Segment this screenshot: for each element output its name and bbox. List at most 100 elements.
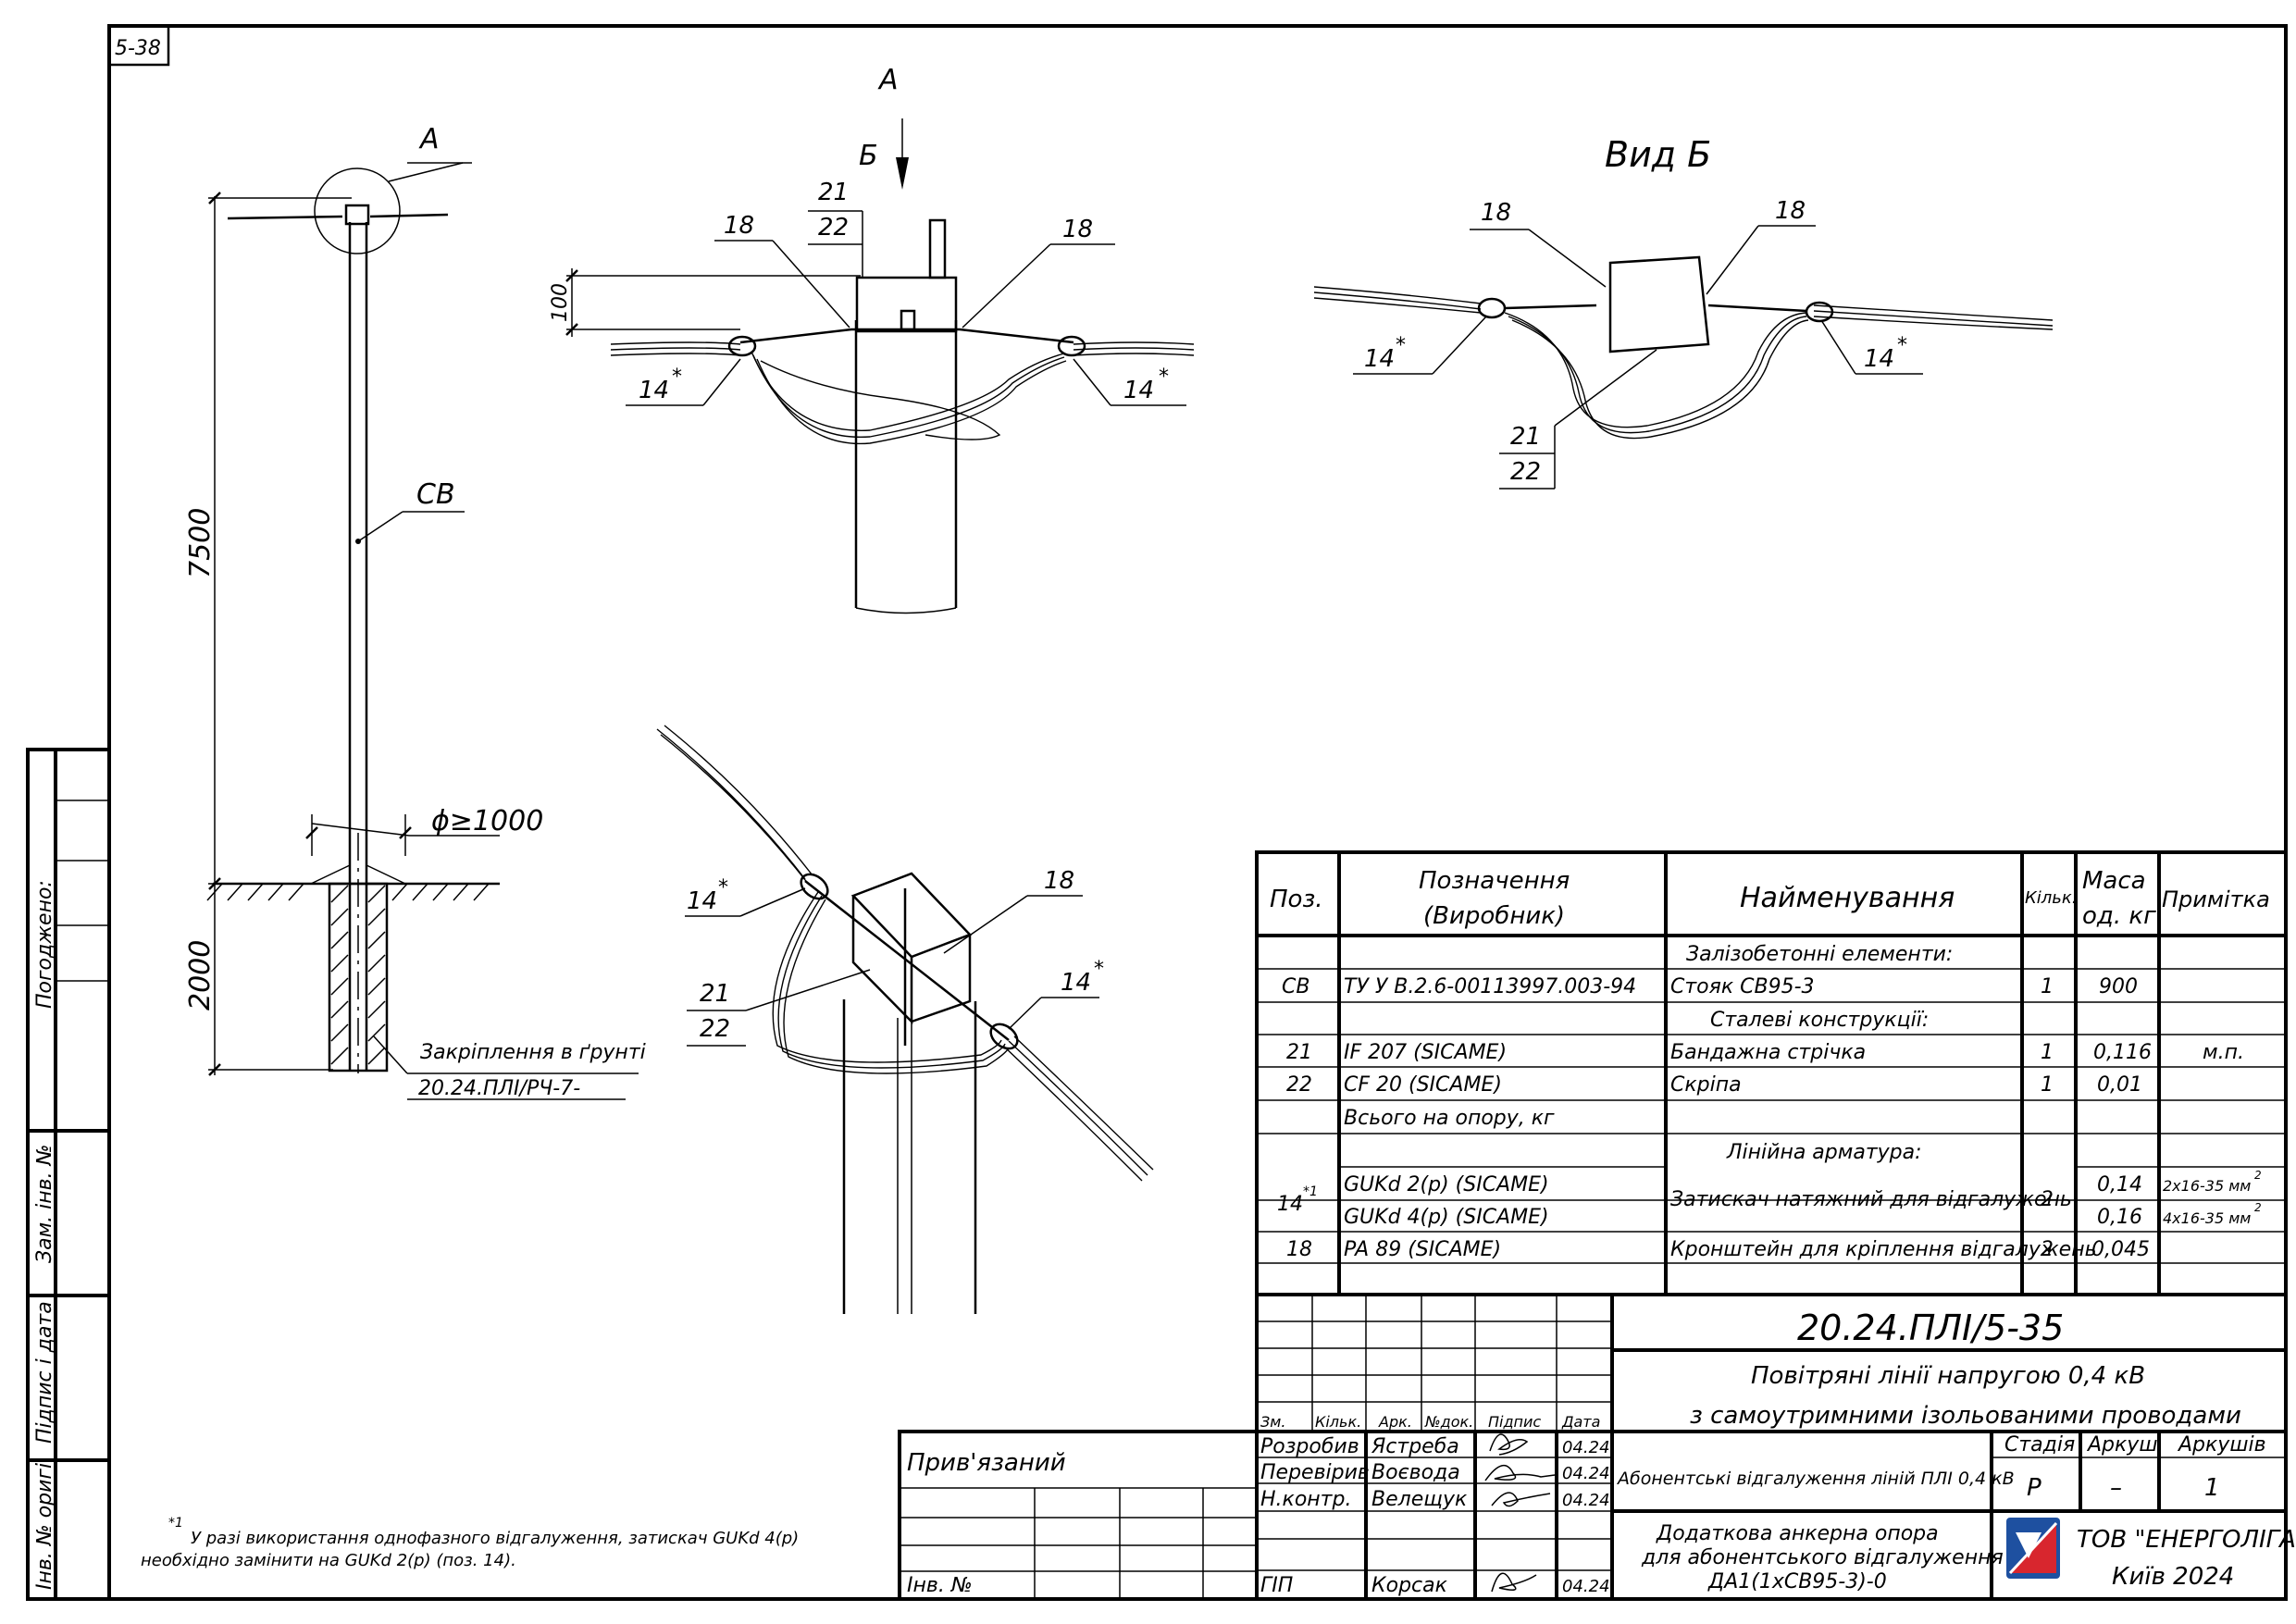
pole-label: СВ: [416, 478, 455, 511]
inv-no-label: Інв. №: [907, 1574, 973, 1597]
view-mark-b: Б: [859, 140, 878, 172]
sheet-header: Аркуш: [2086, 1433, 2157, 1457]
section-title: Абонентські відгалуження ліній ПЛІ 0,4 к…: [1616, 1469, 2015, 1489]
node-pos-22: 22: [818, 214, 849, 242]
name-norm-control: Велещук: [1371, 1488, 1468, 1511]
node-star-right: *: [1159, 366, 1169, 389]
row-mass: 900: [2099, 975, 2138, 998]
signature-gip: [1491, 1572, 1537, 1593]
company-logo: [2006, 1518, 2060, 1579]
node-pos-14-right: 14: [1123, 377, 1154, 404]
node-pos-14-left: 14: [639, 377, 669, 404]
view-b-star-left: *: [1396, 334, 1406, 357]
role-gip: ГІП: [1260, 1574, 1293, 1597]
row-mass: 0,16: [2097, 1206, 2142, 1229]
replaced-inv-label: Зам. інв. №: [33, 1145, 56, 1264]
name-developer: Ястреба: [1371, 1435, 1459, 1458]
side-stamp: Погоджено: Зам. інв. № Підпис і дата Інв…: [26, 748, 111, 1601]
sheets-value: 1: [2204, 1474, 2220, 1502]
row-note: м.п.: [2203, 1041, 2244, 1064]
row-pos: СВ: [1282, 975, 1309, 998]
hdr-mass-2: од. кг: [2082, 902, 2156, 930]
signature-developer: [1489, 1433, 1529, 1456]
section-concrete: Залізобетонні елементи:: [1686, 943, 1953, 966]
title-line-2: з самоутримними ізольованими проводами: [1690, 1402, 2241, 1430]
role-developer: Розробив: [1260, 1435, 1359, 1458]
row-pos: 21: [1286, 1041, 1312, 1064]
row-designation: GUKd 4(p) (SICAME): [1344, 1206, 1549, 1229]
iso-view: 14 * 18 14 * 21 22: [656, 725, 1154, 1314]
sheets-header: Аркушів: [2177, 1433, 2266, 1457]
date-checker: 04.24: [1562, 1464, 1610, 1483]
dim-100: 100: [549, 283, 572, 322]
spec-table: Поз. Позначення (Виробник) Найменування …: [1255, 850, 2288, 1296]
date-developer: 04.24: [1562, 1438, 1610, 1457]
view-b-pos-22: 22: [1510, 458, 1541, 486]
footnote: *1 У разі використання однофазного відга…: [141, 1516, 799, 1570]
sheet-value: –: [2110, 1474, 2122, 1502]
row-name: Кронштейн для кріплення відгалужень: [1670, 1238, 2097, 1261]
row-mass: 0,116: [2093, 1041, 2152, 1064]
name-gip: Корсак: [1371, 1574, 1448, 1597]
view-b-pos-21: 21: [1510, 423, 1541, 451]
total-row: Всього на опору, кг: [1344, 1107, 1555, 1130]
section-line: Лінійна арматура:: [1726, 1141, 1922, 1164]
pole-view: А 7500 2000 ϕ≥1000 СВ: [184, 123, 646, 1100]
row-qty: 1: [2041, 975, 2054, 998]
col-header: Підпис: [1488, 1413, 1541, 1431]
row-note: 2х16-35 мм: [2163, 1177, 2251, 1195]
row-pos-sup: *1: [1303, 1184, 1318, 1199]
hdr-note: Примітка: [2162, 886, 2270, 912]
view-b-pos-18-left: 18: [1481, 199, 1511, 227]
node-star-left: *: [672, 366, 682, 389]
pit-diameter: ϕ≥1000: [431, 805, 543, 837]
drawing-line-3: ДА1(1хСВ95-3)-0: [1707, 1570, 1887, 1593]
col-header: №док.: [1424, 1413, 1473, 1431]
col-header: Дата: [1561, 1413, 1600, 1431]
row-qty: 2: [2041, 1238, 2054, 1261]
col-header: Кільк.: [1315, 1413, 1361, 1431]
sheet-number: 5-38: [115, 37, 161, 60]
row-designation: IF 207 (SICAME): [1344, 1041, 1507, 1064]
agreed-label: Погоджено:: [33, 880, 56, 1009]
hdr-designation-2: (Виробник): [1423, 902, 1565, 930]
title-line-1: Повітряні лінії напругою 0,4 кВ: [1751, 1362, 2145, 1390]
row-note-sup: 2: [2254, 1201, 2262, 1214]
row-mass: 0,14: [2097, 1173, 2142, 1196]
node-pos-18-right: 18: [1062, 216, 1093, 243]
row-pos: 22: [1286, 1073, 1312, 1097]
hdr-pos: Поз.: [1270, 886, 1323, 913]
iso-pos-14-left: 14: [687, 887, 717, 915]
view-b-pos-14-right: 14: [1864, 345, 1894, 373]
sheet-number-box: [107, 24, 170, 67]
col-header: Арк.: [1378, 1413, 1412, 1431]
fixing-ref: 20.24.ПЛІ/РЧ-7-: [418, 1077, 580, 1100]
row-mass: 0,045: [2091, 1238, 2150, 1261]
hdr-name: Найменування: [1740, 882, 1955, 914]
stage-value: Р: [2027, 1474, 2042, 1502]
row-note-sup: 2: [2254, 1169, 2262, 1182]
footnote-line-1: У разі використання однофазного відгалуж…: [191, 1529, 799, 1548]
hdr-mass-1: Маса: [2082, 867, 2146, 895]
row-name: Скріпа: [1670, 1073, 1742, 1097]
hdr-designation-1: Позначення: [1419, 867, 1570, 895]
drawing-line-2: для абонентського відгалуження: [1641, 1546, 2004, 1569]
view-arrow-label: А: [877, 64, 899, 96]
role-norm-control: Н.контр.: [1260, 1488, 1351, 1511]
view-b-title: Вид Б: [1605, 134, 1711, 175]
node-pos-18-left: 18: [724, 212, 754, 240]
footnote-sup: *1: [168, 1516, 183, 1531]
iso-star-left: *: [718, 876, 728, 899]
row-pos: 14: [1277, 1193, 1303, 1216]
row-qty: 1: [2041, 1073, 2054, 1097]
node-view: А Б 100 21 22 18: [549, 64, 1195, 614]
node-pos-21: 21: [818, 179, 849, 206]
section-steel: Сталеві конструкції:: [1710, 1009, 1929, 1032]
row-designation: CF 20 (SICAME): [1344, 1073, 1502, 1097]
iso-pos-21: 21: [700, 980, 730, 1008]
role-checker: Перевірив: [1260, 1461, 1370, 1484]
node-a-label: А: [418, 123, 440, 155]
city-year: Київ 2024: [2112, 1563, 2234, 1591]
view-b-star-right: *: [1897, 334, 1907, 357]
signature-date-label: Підпис і дата: [33, 1301, 56, 1444]
